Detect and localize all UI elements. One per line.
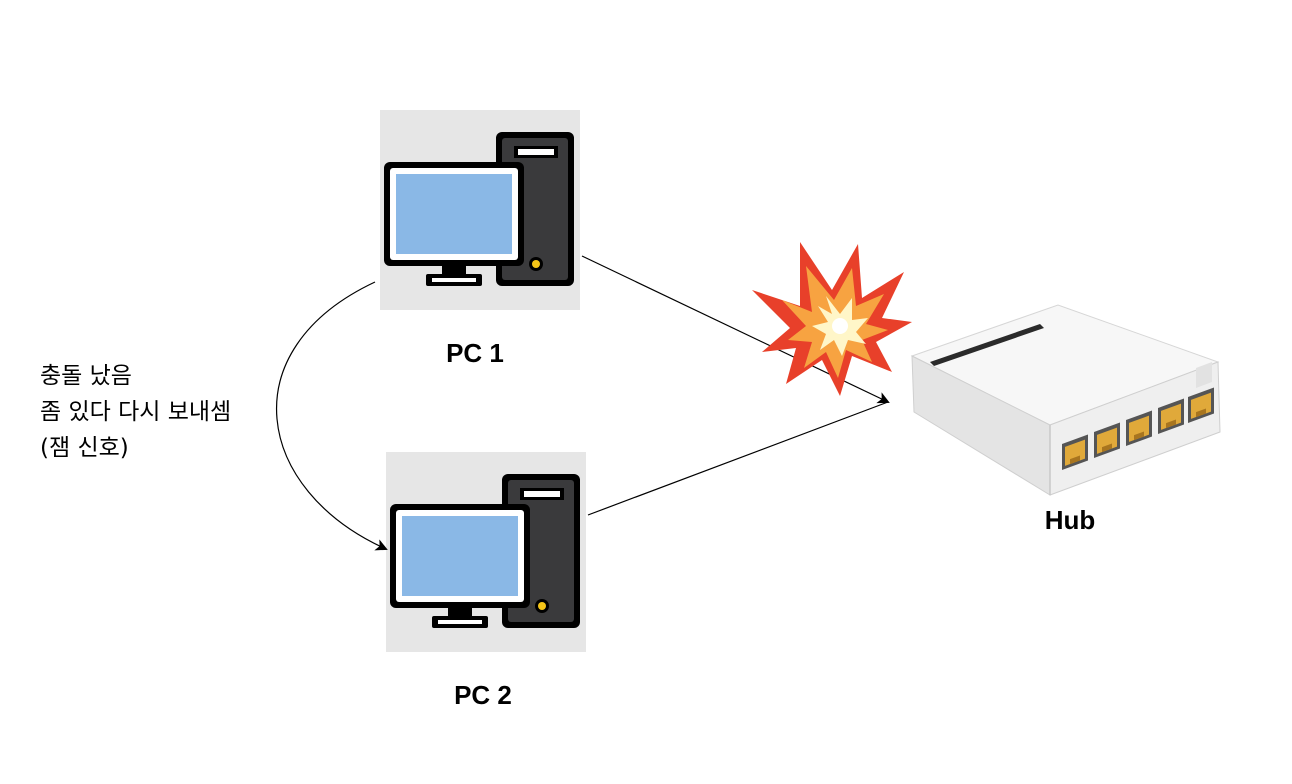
jam-signal-note: 충돌 났음 좀 있다 다시 보내셈 (잼 신호) <box>40 358 231 466</box>
pc1-label: PC 1 <box>446 338 504 368</box>
collision-explosion-icon <box>752 242 912 396</box>
pc2-label: PC 2 <box>454 680 512 710</box>
hub-ports <box>1062 387 1214 470</box>
pc1-icon <box>380 110 580 310</box>
hub-image <box>910 304 1221 496</box>
pc2-to-hub-arrow <box>587 401 889 516</box>
note-line-retry: 좀 있다 다시 보내셈 <box>40 399 232 425</box>
jam-signal-arrow <box>276 281 388 551</box>
note-line-collision: 충돌 났음 <box>40 363 132 389</box>
note-line-jam-signal: (잼 신호) <box>40 435 129 461</box>
hub-label: Hub <box>1044 505 1096 535</box>
pc2-icon <box>386 452 586 652</box>
